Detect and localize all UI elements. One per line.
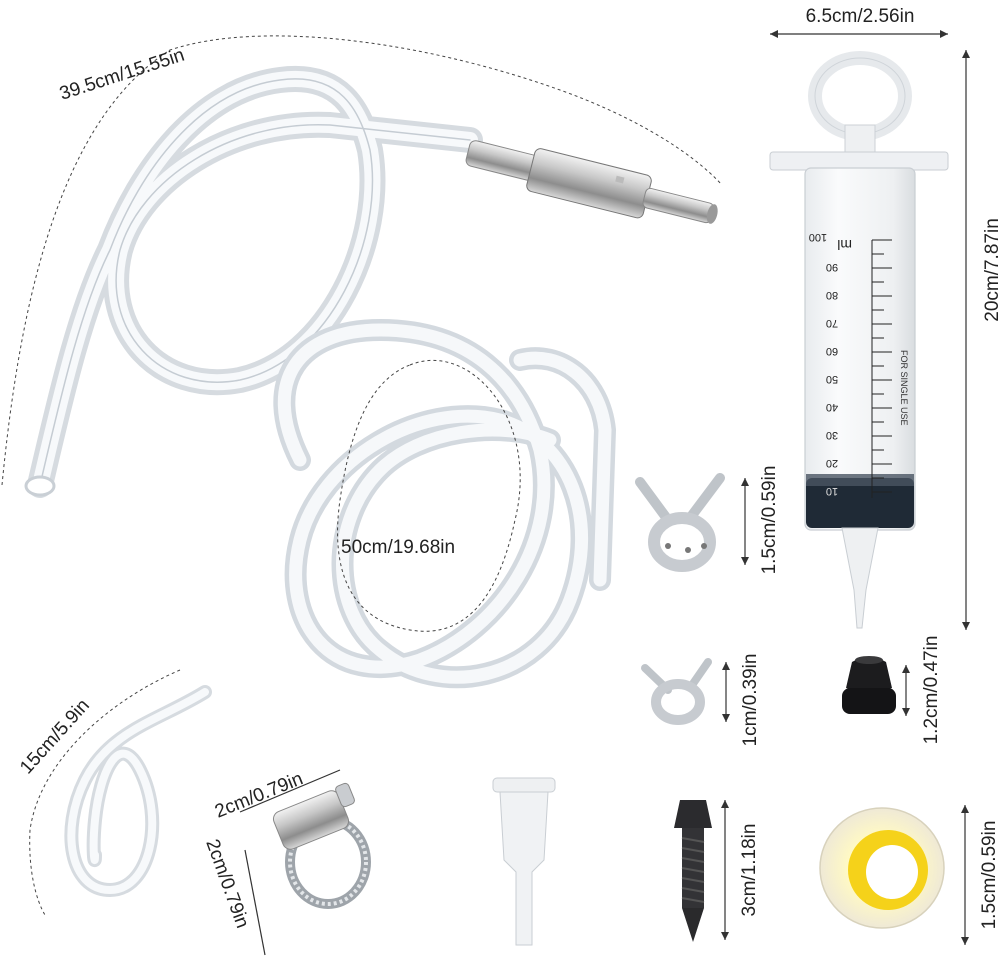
syringe-single-use-note: FOR SINGLE USE xyxy=(899,350,909,426)
syringe-tick-100: 100 xyxy=(809,231,827,243)
long-tube xyxy=(24,65,483,498)
coiled-tube-size-label: 50cm/19.68in xyxy=(341,537,455,558)
syringe-width-label: 6.5cm/2.56in xyxy=(806,6,915,27)
coiled-tube-measure-loop xyxy=(337,359,521,632)
syringe-tick-70: 70 xyxy=(826,317,838,329)
syringe-tick-50: 50 xyxy=(826,373,838,385)
short-tube-measure-line xyxy=(29,669,181,916)
syringe-tick-30: 30 xyxy=(826,429,838,441)
syringe-tick-10: 10 xyxy=(826,485,838,497)
coiled-tube xyxy=(273,319,616,689)
syringe-tick-40: 40 xyxy=(826,401,838,413)
long-tube-size-label: 39.5cm/15.55in xyxy=(57,45,187,105)
short-tube xyxy=(64,685,212,897)
adapter-nozzle xyxy=(492,777,556,946)
syringe-tick-90: 90 xyxy=(826,261,838,273)
spring-clip-large-size-label: 1.5cm/0.59in xyxy=(759,466,780,575)
hose-clamp xyxy=(272,782,371,909)
syringe-tick-20: 20 xyxy=(826,457,838,469)
short-tube-size-label: 15cm/5.9in xyxy=(16,695,94,778)
spring-clip-small-size-label: 1cm/0.39in xyxy=(740,654,761,747)
syringe-tick-60: 60 xyxy=(826,345,838,357)
syringe-unit-label: ml xyxy=(837,237,852,253)
spring-clip-large xyxy=(635,473,725,572)
syringe: 100 90 80 70 60 50 40 30 20 10 ml FOR SI… xyxy=(769,51,949,629)
spring-clip-small xyxy=(641,658,712,725)
syringe-height-label: 20cm/7.87in xyxy=(982,218,1000,322)
rubber-cap xyxy=(842,656,896,714)
inline-connector xyxy=(465,140,718,224)
syringe-scale xyxy=(871,239,892,498)
bleed-screw-size-label: 3cm/1.18in xyxy=(739,824,760,917)
rubber-cap-size-label: 1.2cm/0.47in xyxy=(921,636,942,745)
bleed-screw xyxy=(674,800,712,942)
sealing-tape-roll xyxy=(819,807,945,929)
syringe-tick-80: 80 xyxy=(826,289,838,301)
sealing-tape-size-label: 1.5cm/0.59in xyxy=(979,821,1000,930)
